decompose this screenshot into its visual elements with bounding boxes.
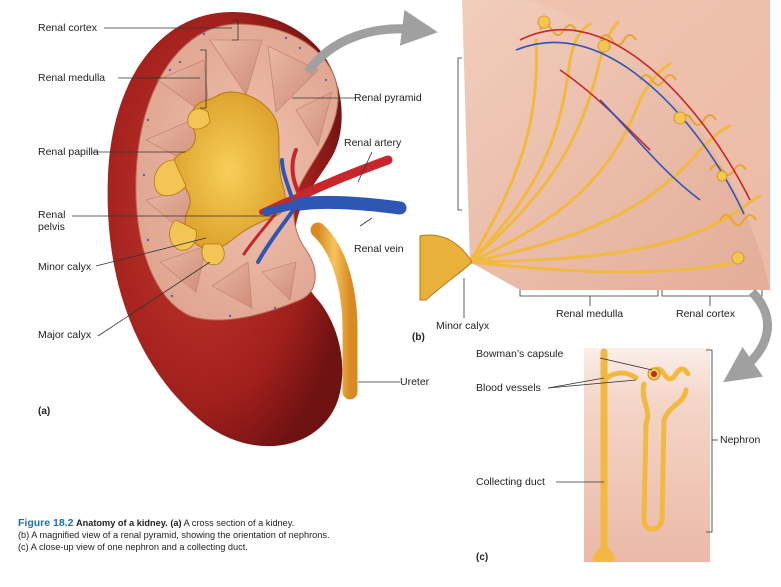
- caption-figure-number: Figure 18.2: [18, 517, 74, 529]
- label-collecting-duct: Collecting duct: [476, 476, 545, 488]
- label-renal-vein: Renal vein: [354, 243, 404, 255]
- caption-line-c: (c) A close-up view of one nephron and a…: [18, 541, 418, 553]
- panel-b-brackets: [457, 57, 763, 297]
- caption-line-b: (b) A magnified view of a renal pyramid,…: [18, 529, 418, 541]
- label-minor-calyx-b: Minor calyx: [436, 320, 490, 332]
- kidney-cross-section: [107, 12, 407, 447]
- label-renal-cortex: Renal cortex: [38, 22, 97, 34]
- nephron-tubule: [601, 366, 691, 532]
- caption-title-line: Figure 18.2 Anatomy of a kidney. (a) A c…: [18, 517, 418, 529]
- caption-line-b-tag: (b): [18, 530, 30, 540]
- ureter: [310, 222, 358, 400]
- label-blood-vessels: Blood vessels: [476, 382, 541, 394]
- caption-line-a-text: A cross section of a kidney.: [183, 518, 295, 528]
- cortex-blood-vessels: [515, 28, 751, 215]
- panel-c-tag: (c): [476, 552, 489, 563]
- zoom-arrow-a-to-b: [304, 9, 438, 75]
- cortex-vessel-dots: [142, 32, 328, 318]
- cortex-arc: [526, 0, 770, 290]
- panel-b-tag: (b): [412, 332, 425, 343]
- label-minor-calyx-a: Minor calyx: [38, 261, 92, 273]
- panel-a-tag: (a): [38, 406, 51, 417]
- caption-line-b-text: A magnified view of a renal pyramid, sho…: [31, 530, 330, 540]
- single-nephron-view: [584, 348, 713, 562]
- label-ureter: Ureter: [400, 376, 430, 388]
- figure-caption: Figure 18.2 Anatomy of a kidney. (a) A c…: [18, 517, 418, 553]
- glomerulus-vessels: [651, 371, 657, 377]
- papilla-minor-calyx: [419, 234, 473, 301]
- label-renal-pyramid: Renal pyramid: [354, 92, 422, 104]
- glomeruli: [537, 15, 745, 265]
- label-nephron: Nephron: [720, 434, 761, 446]
- caption-line-a-tag: (a): [170, 518, 182, 528]
- minor-calyces: [153, 108, 225, 266]
- label-renal-medulla-b: Renal medulla: [556, 308, 624, 320]
- nephron-tubules: [468, 20, 762, 274]
- renal-pyramid-magnified: [419, 0, 770, 301]
- caption-line-c-text: A close-up view of one nephron and a col…: [30, 542, 248, 552]
- label-renal-papilla: Renal papilla: [38, 146, 99, 158]
- label-renal-cortex-b: Renal cortex: [676, 308, 735, 320]
- label-renal-pelvis-line2: pelvis: [38, 221, 65, 233]
- caption-title: Anatomy of a kidney.: [76, 518, 168, 528]
- nephron-loops: [539, 24, 757, 226]
- label-major-calyx: Major calyx: [38, 329, 92, 341]
- caption-line-c-tag: (c): [18, 542, 29, 552]
- collecting-duct: [592, 348, 616, 562]
- label-renal-pelvis-line1: Renal: [38, 209, 66, 221]
- renal-vessels: [242, 148, 407, 264]
- label-renal-artery: Renal artery: [344, 137, 402, 149]
- zoom-arrow-b-to-c: [723, 288, 772, 383]
- leader-lines: [72, 19, 718, 483]
- label-renal-medulla: Renal medulla: [38, 72, 106, 84]
- panel-c-bracket: [706, 349, 713, 533]
- label-bowmans-capsule: Bowman’s capsule: [476, 348, 564, 360]
